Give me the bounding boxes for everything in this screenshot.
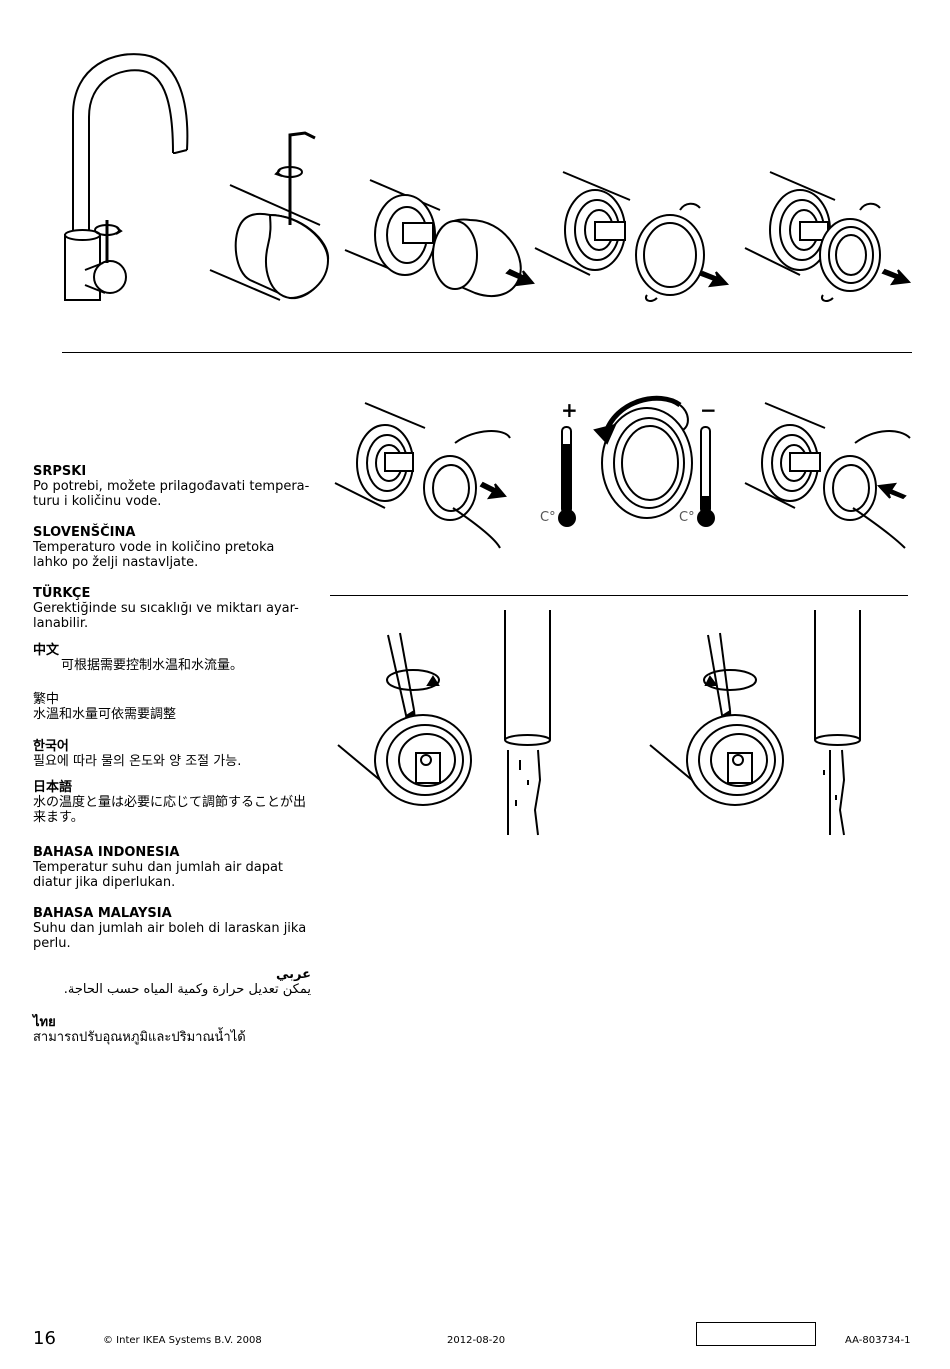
thermometer-unit-right: C°	[679, 510, 695, 525]
lang-title: عربي	[275, 967, 311, 982]
lang-chinese-simplified: 中文 可根据需要控制水温和水流量。	[33, 643, 318, 673]
lang-title: SRPSKI	[33, 464, 87, 479]
lang-title: ไทย	[33, 1015, 56, 1030]
lang-title: TÜRKÇE	[33, 586, 91, 601]
print-date: 2012-08-20	[447, 1335, 506, 1346]
spout-flow-left	[500, 610, 560, 835]
lang-slovenscina: SLOVENŠČINA Temperaturo vode in količino…	[33, 525, 318, 570]
lang-chinese-traditional: 繁中 水溫和水量可依需要調整	[33, 692, 318, 722]
ring-removal-illustration	[535, 170, 735, 310]
lang-text: สามารถปรับอุณหภูมิและปริมาณน้ำได้	[33, 1030, 246, 1045]
lang-text: Temperaturo vode in količino pretoka lah…	[33, 540, 275, 570]
spout-flow-right	[810, 610, 870, 840]
lang-arabic: عربي يمكن تعديل حرارة وكمية المياه حسب ا…	[33, 967, 311, 997]
page-number: 16	[33, 1328, 56, 1349]
lang-turkce: TÜRKÇE Gerektiğinde su sıcaklığı ve mikt…	[33, 586, 318, 631]
lang-title: BAHASA INDONESIA	[33, 845, 180, 860]
lang-title: SLOVENŠČINA	[33, 525, 136, 540]
lang-text: Suhu dan jumlah air boleh di laraskan ji…	[33, 921, 307, 951]
lang-title: 繁中	[33, 692, 60, 707]
lang-srpski: SRPSKI Po potrebi, možete prilagođavati …	[33, 464, 318, 509]
lang-text: Gerektiğinde su sıcaklığı ve miktarı aya…	[33, 601, 299, 631]
lang-korean: 한국어 필요에 따라 물의 온도와 양 조절 가능.	[33, 739, 318, 769]
divider-top	[62, 352, 912, 353]
ring-adjust-out-illustration	[335, 398, 515, 548]
lang-title: 日本語	[33, 780, 73, 795]
lang-bahasa-malaysia: BAHASA MALAYSIA Suhu dan jumlah air bole…	[33, 906, 318, 951]
lang-title: 한국어	[33, 739, 69, 754]
lang-text: 可根据需要控制水温和水流量。	[61, 658, 244, 673]
lang-japanese: 日本語 水の温度と量は必要に応じて調節することが出 来ます。	[33, 780, 318, 825]
copyright: © Inter IKEA Systems B.V. 2008	[103, 1335, 262, 1346]
lang-bahasa-indonesia: BAHASA INDONESIA Temperatur suhu dan jum…	[33, 845, 318, 890]
thermometer-minus-sign: −	[700, 398, 717, 422]
thermometer-hot-illustration	[538, 405, 578, 530]
lang-text: Temperatur suhu dan jumlah air dapat dia…	[33, 860, 284, 890]
thermometer-cold-illustration	[677, 405, 717, 530]
handle-removal-illustration	[210, 130, 340, 310]
flow-adjust-screwdriver-right	[650, 625, 790, 825]
temperature-ring-illustration	[585, 385, 695, 525]
lang-text: 水の温度と量は必要に応じて調節することが出 来ます。	[33, 795, 307, 825]
lang-title: BAHASA MALAYSIA	[33, 906, 172, 921]
lang-text: 水溫和水量可依需要調整	[33, 707, 177, 722]
sleeve-removal-illustration	[745, 170, 915, 310]
faucet-illustration	[55, 45, 205, 310]
lang-text: Po potrebi, možete prilagođavati tempera…	[33, 479, 310, 509]
divider-middle	[330, 595, 908, 596]
lang-text: يمكن تعديل حرارة وكمية المياه حسب الحاجة…	[63, 982, 311, 997]
thermometer-plus-sign: +	[561, 398, 578, 422]
lang-title: 中文	[33, 643, 60, 658]
ring-adjust-in-illustration	[745, 398, 915, 548]
footer-empty-box	[696, 1322, 816, 1346]
lang-text: 필요에 따라 물의 온도와 양 조절 가능.	[33, 754, 242, 769]
flow-adjust-screwdriver-left	[338, 625, 478, 825]
article-number: AA-803734-1	[845, 1335, 911, 1346]
thermometer-unit-left: C°	[540, 510, 556, 525]
handle-pull-off-illustration	[345, 175, 535, 305]
lang-thai: ไทย สามารถปรับอุณหภูมิและปริมาณน้ำได้	[33, 1015, 318, 1045]
